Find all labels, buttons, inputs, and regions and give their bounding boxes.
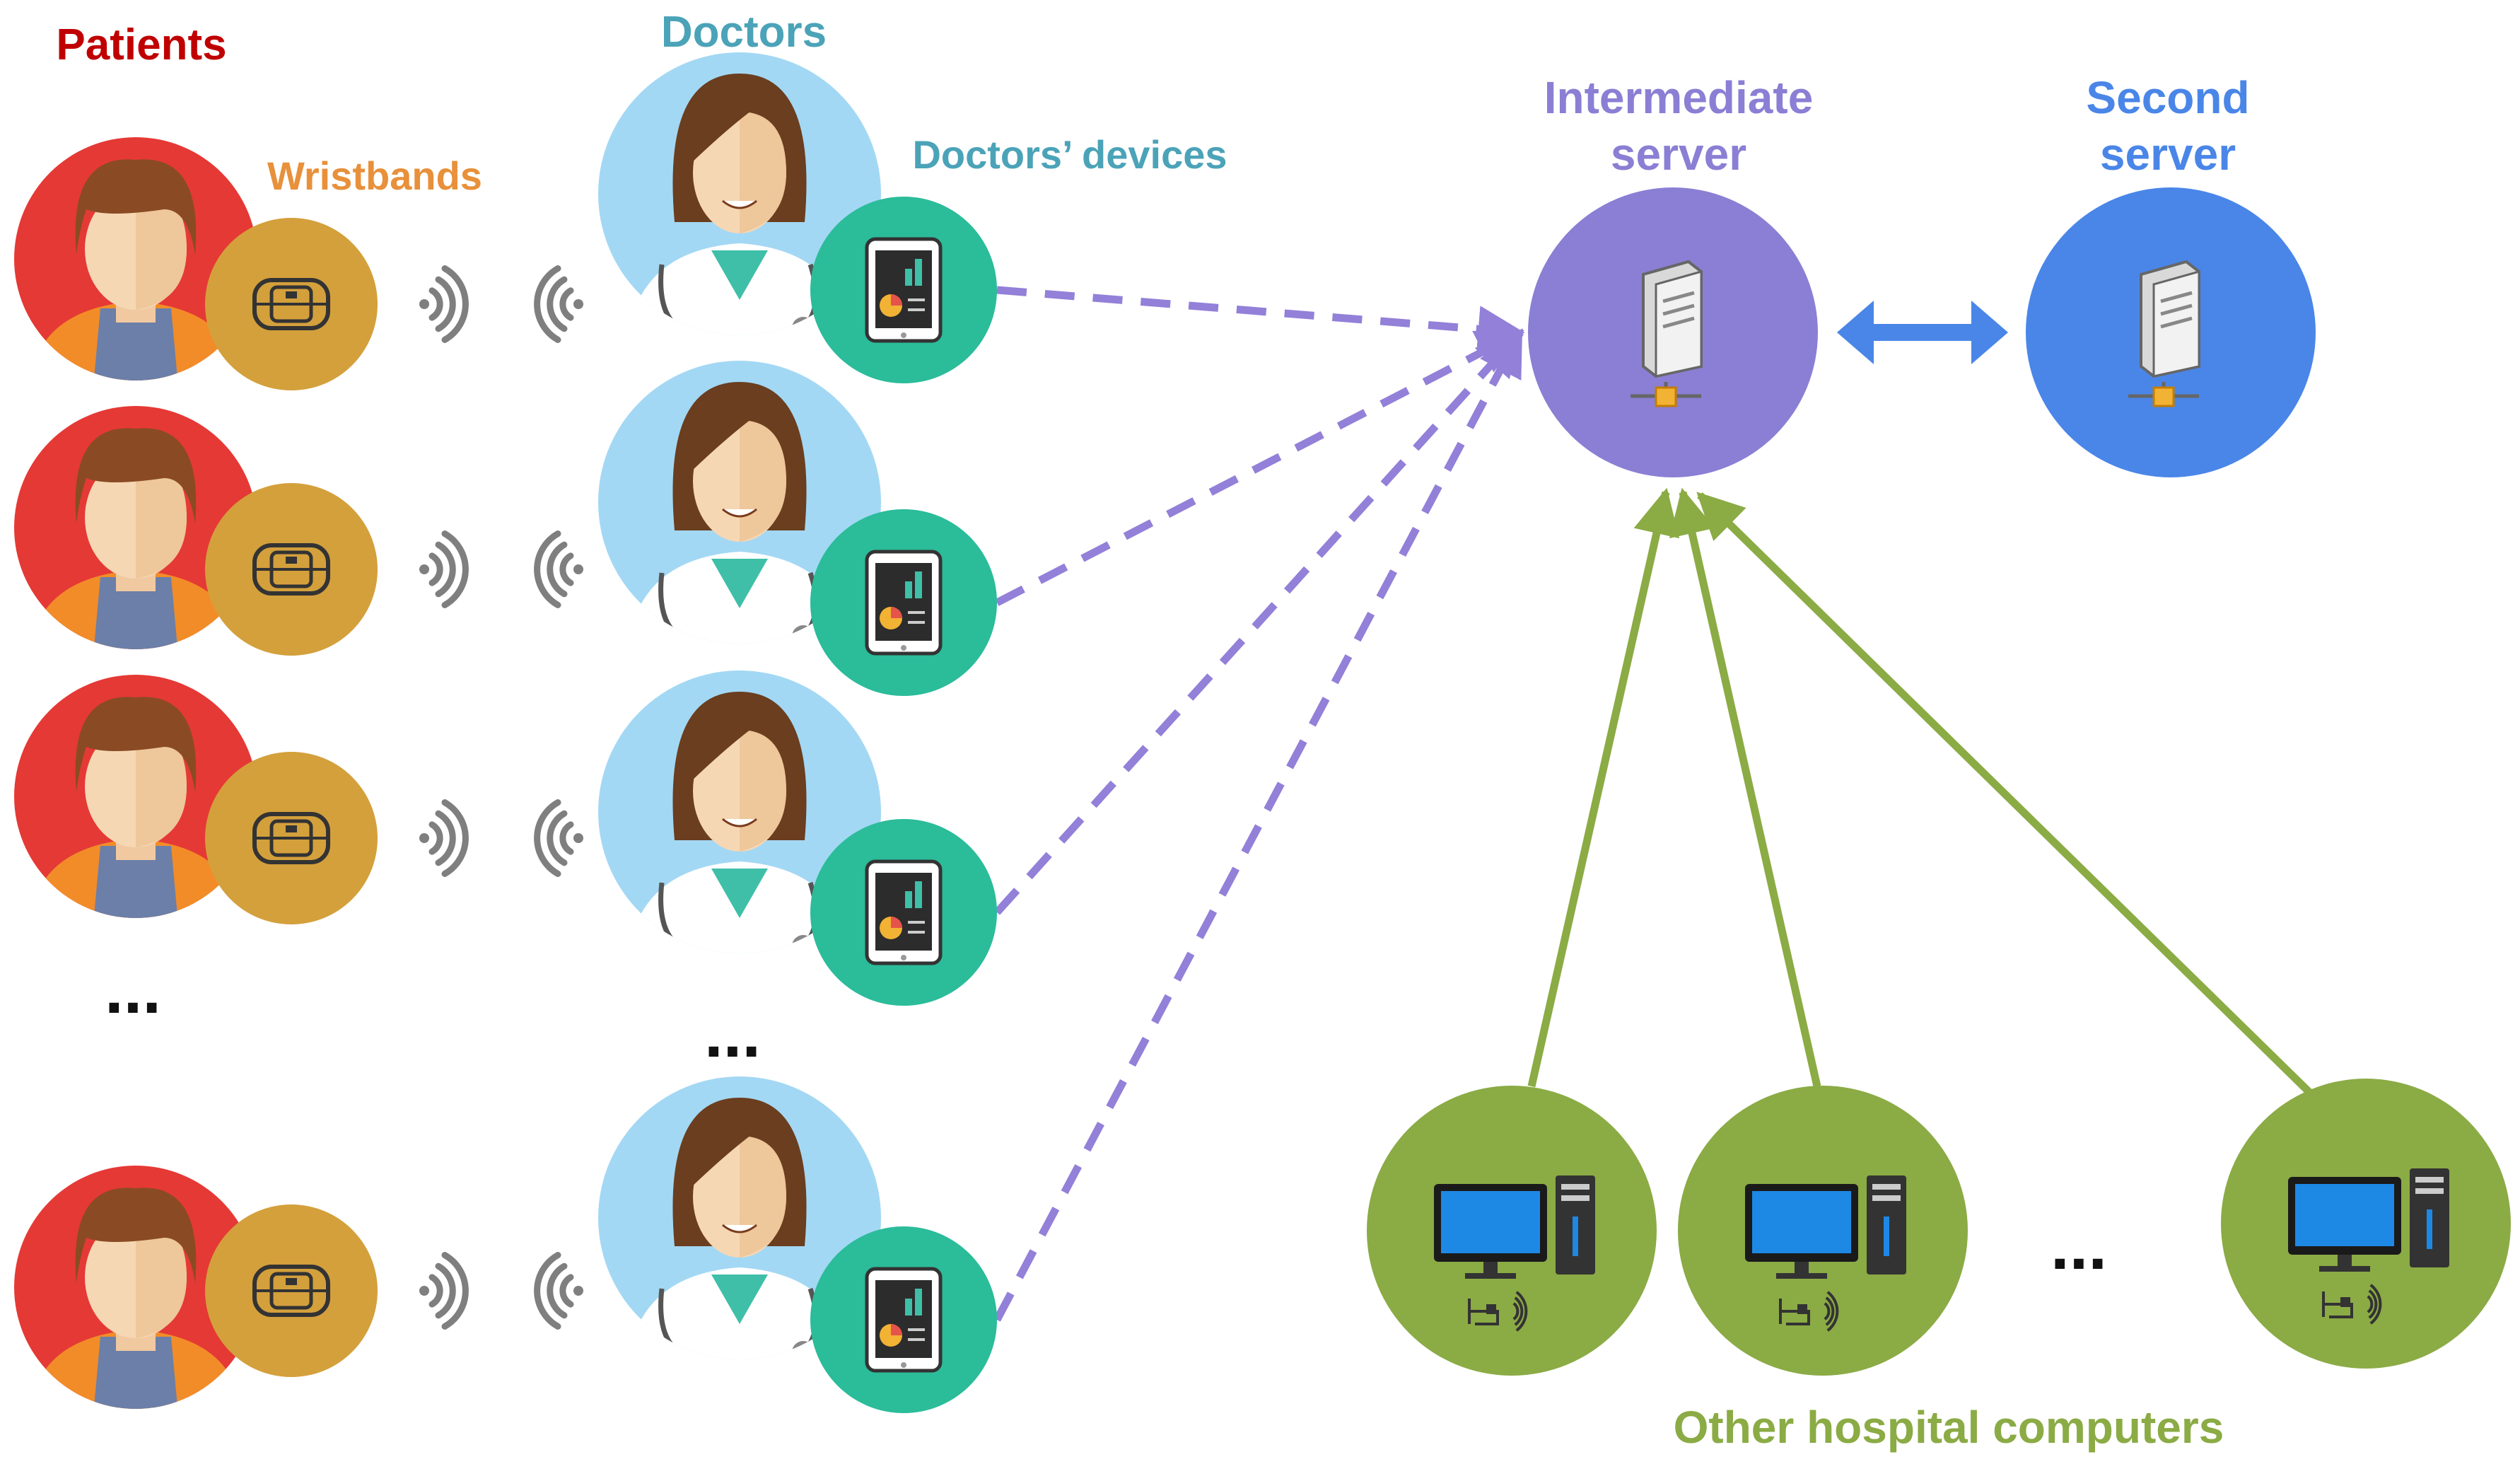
person-avatar-icon — [14, 1166, 257, 1409]
second-server-label-line1: Second — [2086, 72, 2249, 123]
wristband-icon — [205, 483, 378, 656]
wireless-signal-icon — [534, 265, 583, 343]
arrow-head-right — [1971, 301, 2008, 364]
wireless-signal-icon — [419, 265, 469, 343]
wireless-signal-icon — [419, 1252, 469, 1330]
desktop-computer-icon — [1367, 1086, 1657, 1376]
arrow-shaft — [1867, 324, 1978, 341]
tablet-dashboard-icon — [810, 197, 997, 383]
wristbands-label: Wristbands — [267, 153, 482, 198]
nodes — [14, 52, 2511, 1413]
connections — [993, 286, 2319, 1322]
desktop-computer-icon — [2221, 1079, 2511, 1369]
wireless-signal-icon — [419, 799, 469, 877]
doctor-avatar-icon — [598, 52, 881, 335]
wristband-icon — [205, 218, 378, 390]
patients-label: Patients — [56, 21, 226, 69]
doctor-avatar-icon — [598, 361, 881, 644]
desktop-computer-icon — [1678, 1086, 1968, 1376]
wireless-signal-icon — [419, 530, 469, 608]
tablet-dashboard-icon — [810, 819, 997, 1006]
server-icon — [1631, 260, 1703, 407]
wristband-icon — [205, 1204, 378, 1377]
server-icon — [2128, 260, 2200, 407]
wireless-signal-icon — [534, 1252, 583, 1330]
second-server-label-line2: server — [2100, 129, 2236, 180]
other-hospital-computers-label: Other hospital computers — [1674, 1402, 2224, 1453]
person-avatar-icon — [14, 137, 257, 381]
dashed-arrow — [996, 286, 1525, 353]
doctors-ellipsis: ... — [704, 996, 761, 1072]
intermediate-server-label-line1: Intermediate — [1544, 72, 1814, 123]
tablet-dashboard-icon — [810, 1226, 997, 1413]
intermediate-server-label-line2: server — [1611, 129, 1746, 180]
doctors-label: Doctors — [661, 8, 827, 57]
person-avatar-icon — [14, 406, 257, 649]
doctors-devices-label: Doctors’ devices — [912, 132, 1227, 177]
patients-ellipsis: ... — [105, 952, 161, 1028]
solid-green-arrow — [1669, 487, 1821, 1088]
person-avatar-icon — [14, 675, 257, 918]
dashed-arrow — [995, 329, 1524, 606]
solid-green-arrow — [1696, 492, 2319, 1102]
arrow-head-left — [1837, 301, 1874, 364]
wireless-signal-icon — [534, 530, 583, 608]
wristband-icon — [205, 752, 378, 924]
second-server-node — [2026, 187, 2316, 477]
tablet-dashboard-icon — [810, 509, 997, 696]
dashed-arrow — [993, 329, 1524, 915]
intermediate-server-node — [1528, 187, 1818, 477]
computers-ellipsis: ... — [2051, 1208, 2107, 1284]
solid-green-arrow — [1527, 487, 1680, 1088]
wireless-signal-icon — [534, 799, 583, 877]
dashed-arrow — [993, 328, 1524, 1322]
